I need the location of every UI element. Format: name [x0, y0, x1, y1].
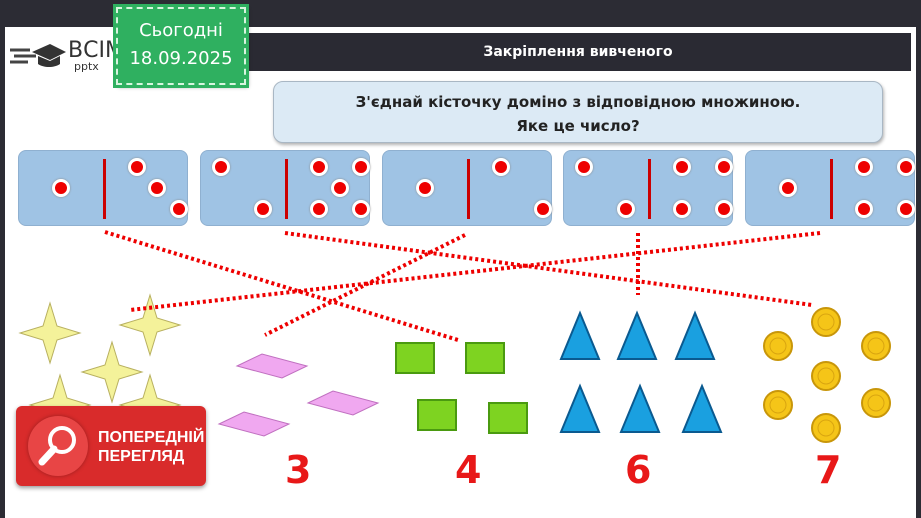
magnifier-icon [28, 416, 88, 476]
domino-tile[interactable] [200, 150, 370, 226]
date-value: 18.09.2025 [129, 48, 233, 69]
coin-ring [769, 396, 787, 414]
domino-divider [103, 159, 106, 219]
logo-text: ВСІМ [68, 38, 124, 63]
square-shape [465, 342, 505, 374]
number-label: 6 [625, 448, 652, 492]
coin-ring [867, 337, 885, 355]
domino-divider [648, 159, 651, 219]
domino-divider [285, 159, 288, 219]
triangle-shape [559, 383, 601, 433]
task-line-2: Яке це число? [516, 117, 640, 135]
domino-pip [170, 200, 188, 218]
diamond-shape [217, 411, 291, 437]
domino-pip [352, 158, 370, 176]
coin-shape [763, 331, 793, 361]
number-label: 7 [815, 448, 842, 492]
domino-pip [352, 200, 370, 218]
domino-pip [897, 158, 915, 176]
domino-pip [715, 200, 733, 218]
domino-pip [855, 200, 873, 218]
coin-shape [861, 388, 891, 418]
graduation-cap-icon [10, 44, 66, 67]
domino-tile[interactable] [745, 150, 915, 226]
connection-line [129, 231, 821, 312]
triangle-shape [619, 383, 661, 433]
domino-pip [673, 200, 691, 218]
domino-pip [534, 200, 552, 218]
domino-tile[interactable] [563, 150, 733, 226]
domino-pip [310, 200, 328, 218]
coin-shape [763, 390, 793, 420]
domino-tile[interactable] [382, 150, 552, 226]
coin-shape [811, 307, 841, 337]
domino-pip [575, 158, 593, 176]
domino-pip [617, 200, 635, 218]
coin-ring [817, 313, 835, 331]
coin-ring [769, 337, 787, 355]
domino-pip [492, 158, 510, 176]
logo: ВСІМ pptx [8, 38, 124, 73]
domino-pip [52, 179, 70, 197]
domino-pip [855, 158, 873, 176]
domino-pip [779, 179, 797, 197]
coin-ring [817, 419, 835, 437]
coin-ring [817, 367, 835, 385]
domino-pip [310, 158, 328, 176]
task-box: З'єднай кісточку доміно з відповідною мн… [273, 81, 883, 143]
domino-pip [212, 158, 230, 176]
preview-button[interactable]: ПОПЕРЕДНІЙ ПЕРЕГЛЯД [16, 406, 206, 486]
preview-line-2: ПЕРЕГЛЯД [98, 448, 185, 465]
coin-shape [861, 331, 891, 361]
square-shape [488, 402, 528, 434]
domino-divider [467, 159, 470, 219]
title-bar [245, 33, 911, 71]
date-badge: Сьогодні 18.09.2025 [113, 4, 249, 88]
domino-pip [148, 179, 166, 197]
star-shape [118, 293, 182, 357]
connection-line [284, 231, 813, 307]
square-shape [395, 342, 435, 374]
domino-tile[interactable] [18, 150, 188, 226]
domino-pip [897, 200, 915, 218]
diamond-shape [235, 353, 309, 379]
domino-pip [715, 158, 733, 176]
diamond-shape [306, 390, 380, 416]
domino-pip [254, 200, 272, 218]
connection-line [104, 230, 459, 342]
coin-shape [811, 361, 841, 391]
domino-pip [673, 158, 691, 176]
coin-ring [867, 394, 885, 412]
star-shape [18, 301, 82, 365]
domino-pip [128, 158, 146, 176]
number-label: 3 [285, 448, 312, 492]
domino-pip [331, 179, 349, 197]
domino-pip [416, 179, 434, 197]
triangle-shape [559, 310, 601, 360]
star-shape [80, 340, 144, 404]
triangle-shape [674, 310, 716, 360]
preview-line-1: ПОПЕРЕДНІЙ [98, 429, 205, 446]
domino-divider [830, 159, 833, 219]
logo-subtext: pptx [74, 60, 99, 73]
square-shape [417, 399, 457, 431]
slide-title: Закріплення вивченого [483, 44, 673, 60]
triangle-shape [681, 383, 723, 433]
date-label: Сьогодні [139, 20, 223, 41]
task-line-1: З'єднай кісточку доміно з відповідною мн… [355, 93, 801, 111]
number-label: 4 [455, 448, 482, 492]
coin-shape [811, 413, 841, 443]
triangle-shape [616, 310, 658, 360]
connection-line [264, 233, 466, 337]
